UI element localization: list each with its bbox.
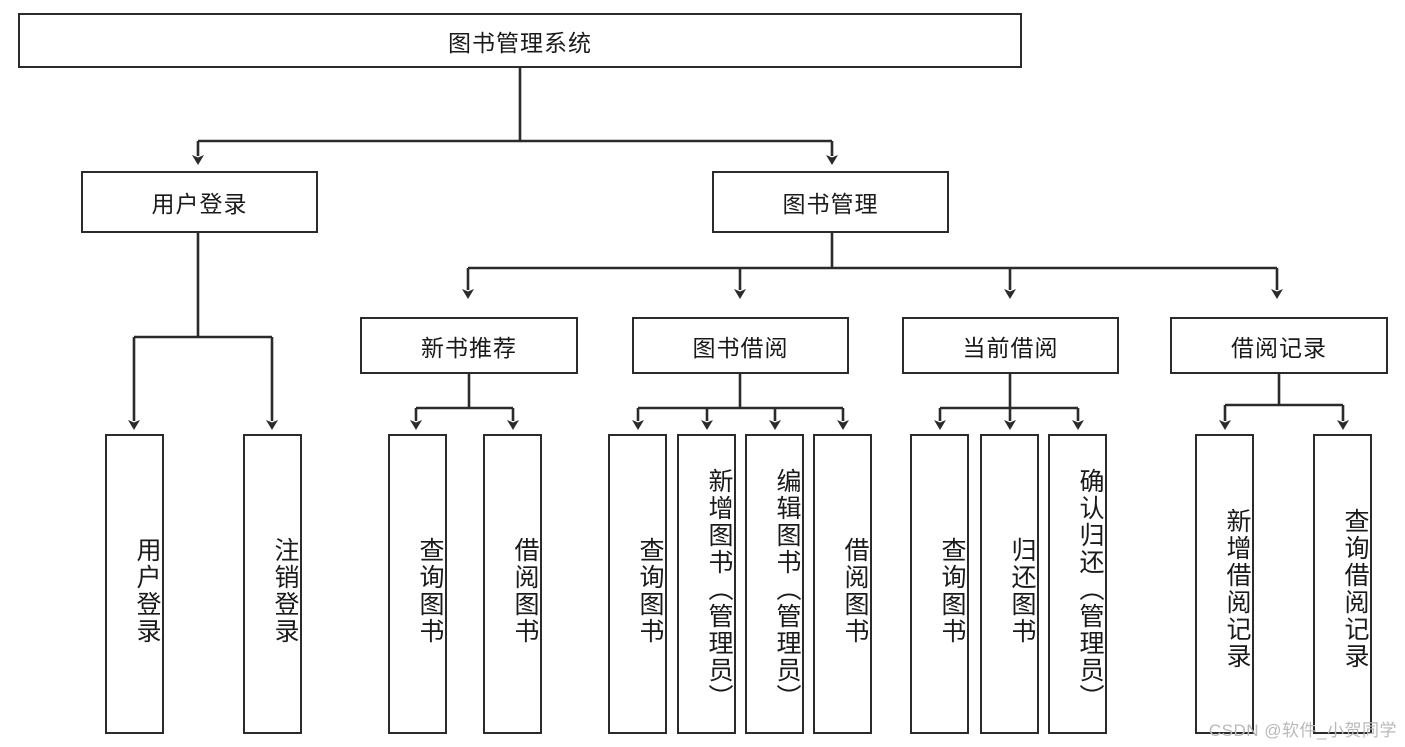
leaf-query-book-recommend[interactable]: 查询图书	[388, 434, 447, 734]
watermark: CSDN @软件_小贺同学	[1208, 721, 1397, 740]
node-book-management[interactable]: 图书管理	[712, 171, 949, 233]
leaf-borrow-book[interactable]: 借阅图书	[813, 434, 872, 734]
leaf-return-book[interactable]: 归还图书	[980, 434, 1039, 734]
node-new-book-recommend[interactable]: 新书推荐	[360, 317, 578, 374]
node-current-borrow[interactable]: 当前借阅	[902, 317, 1119, 374]
leaf-borrow-book-recommend[interactable]: 借阅图书	[483, 434, 542, 734]
leaf-add-borrow-record[interactable]: 新增借阅记录	[1195, 434, 1254, 734]
leaf-edit-book-admin[interactable]: 编辑图书（管理员）	[745, 434, 804, 734]
leaf-query-book-current[interactable]: 查询图书	[910, 434, 969, 734]
leaf-add-book-admin[interactable]: 新增图书（管理员）	[677, 434, 736, 734]
node-borrow-record[interactable]: 借阅记录	[1170, 317, 1388, 374]
leaf-confirm-return-admin[interactable]: 确认归还（管理员）	[1048, 434, 1107, 734]
node-user-login[interactable]: 用户登录	[81, 171, 318, 233]
node-root-book-management-system[interactable]: 图书管理系统	[18, 13, 1022, 68]
leaf-logout[interactable]: 注销登录	[243, 434, 302, 734]
leaf-query-book[interactable]: 查询图书	[608, 434, 667, 734]
leaf-query-borrow-record[interactable]: 查询借阅记录	[1313, 434, 1372, 734]
node-book-borrow[interactable]: 图书借阅	[632, 317, 849, 374]
leaf-user-login[interactable]: 用户登录	[105, 434, 164, 734]
